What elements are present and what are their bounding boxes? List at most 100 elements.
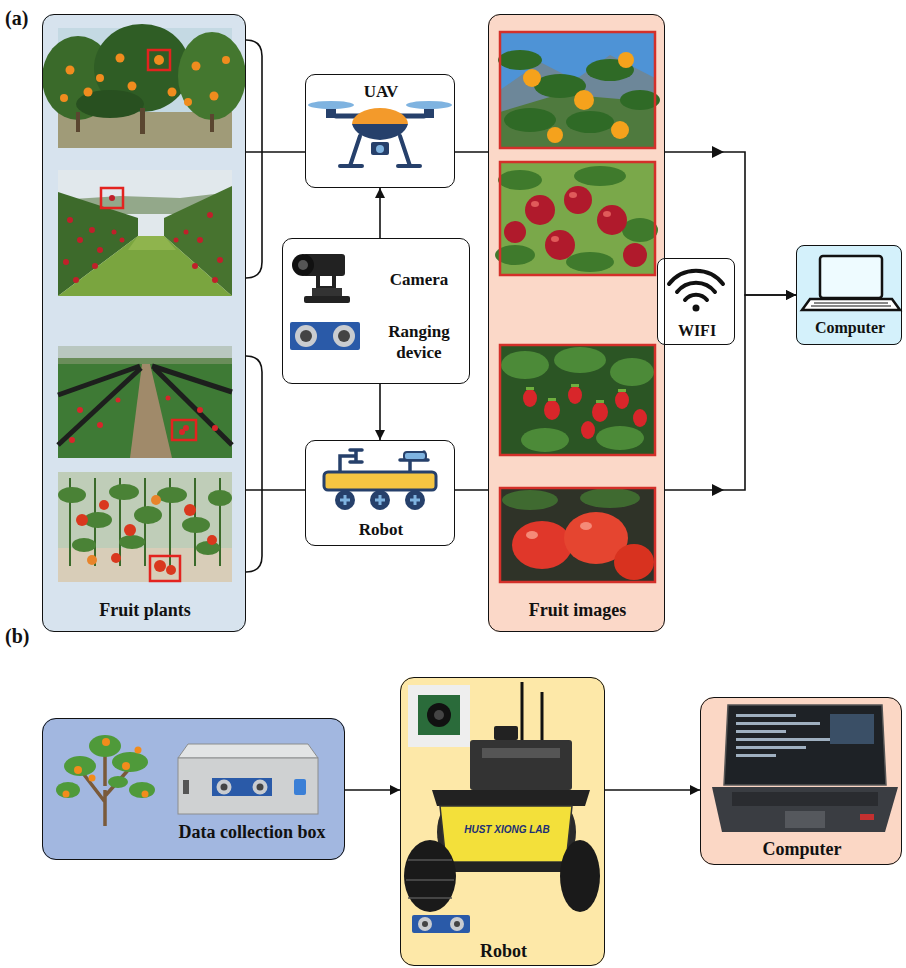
strawberry-field-photo-part-part [77, 407, 83, 413]
apple-orchard-photo-part-part [73, 277, 79, 283]
orange-orchard-photo-part [210, 114, 214, 132]
apple-closeup-photo-part-part [597, 205, 627, 235]
strawberry-closeup-photo-part [501, 347, 654, 452]
strawberry-field-photo-part-part [197, 407, 203, 413]
robot-icon-part [404, 452, 426, 460]
image-panel: Fruit images [488, 14, 665, 632]
apple-closeup-photo-part [504, 186, 647, 267]
apple-orchard-photo [58, 170, 232, 296]
tomato-greenhouse-photo-part-part [134, 506, 162, 524]
apple-orchard-photo-part-part [112, 230, 117, 235]
drone-icon-part [326, 108, 336, 118]
apple-closeup-photo-part [531, 192, 611, 242]
connector-line [246, 489, 305, 491]
panel-letter: (b) [5, 624, 49, 648]
robot-photo-part [404, 840, 456, 912]
data-collection-box-illustration-part [257, 784, 264, 791]
ultrasonic-sensor-icon-part [290, 322, 360, 350]
drone-icon-part [340, 136, 420, 166]
orange-orchard-photo-part-part [222, 56, 230, 64]
apple-orchard-photo-part-part [109, 195, 115, 201]
tomato-greenhouse-photo-part-part [72, 538, 96, 552]
strawberry-closeup-photo-part-part [596, 400, 604, 403]
camera-icon-part [292, 254, 314, 276]
box-fills-part [305, 440, 455, 546]
orange-orchard-photo [42, 24, 246, 148]
orange-orchard-photo-part [148, 50, 170, 70]
robot-icon-part [340, 495, 420, 505]
tree-illustration-part-part [135, 747, 142, 754]
robot-photo-part-part [406, 879, 454, 881]
tomato-greenhouse-photo-part [70, 478, 220, 566]
apple-orchard-photo-part-part [120, 238, 125, 243]
data-collection-box-illustration [178, 744, 318, 814]
box-text: Ranging device [371, 321, 467, 364]
orange-closeup-photo-part-part [498, 50, 542, 70]
ultrasonic-sensor-icon-part [295, 325, 317, 347]
tomato-closeup-photo-part [526, 522, 592, 539]
wifi-icon-part [685, 295, 707, 300]
box-text: Computer [701, 838, 903, 861]
apple-orchard-photo-part-part [67, 217, 73, 223]
robot-photo-part [470, 740, 572, 790]
tomato-closeup-photo-part-part [580, 522, 592, 530]
camera-icon-part [298, 260, 308, 270]
orange-closeup-photo-part [500, 32, 655, 148]
robot-photo-part [422, 921, 428, 927]
tomato-greenhouse-photo-part [87, 495, 161, 565]
robot-photo-part [454, 921, 460, 927]
ultrasonic-sensor-icon [290, 322, 360, 350]
strawberry-closeup-photo-part [500, 345, 655, 455]
laptop-photo-part-part [736, 754, 776, 757]
robot-icon-part-part [379, 495, 382, 505]
apple-closeup-photo-part [500, 162, 655, 275]
connector-line [379, 384, 381, 440]
robot-photo-part [418, 695, 460, 735]
robot-icon-part-part [344, 495, 347, 505]
tree-illustration-part-part [74, 766, 82, 774]
box-fills-part [282, 238, 470, 384]
tomato-greenhouse-photo-part [150, 556, 180, 581]
orange-orchard-photo-part [76, 112, 80, 132]
ultrasonic-sensor-icon-part [300, 330, 312, 342]
apple-closeup-photo-part-part [623, 243, 647, 267]
box-fills-part [42, 14, 246, 632]
camera-icon [292, 254, 350, 303]
robot-photo-part [406, 860, 454, 898]
strawberry-closeup-photo-part-part [526, 387, 534, 390]
bracket-part [246, 356, 262, 572]
laptop-photo-part-part [736, 730, 786, 733]
apple-closeup-photo-part-part [574, 166, 626, 186]
tomato-closeup-photo-part-part [580, 488, 640, 508]
camera-icon-part [312, 288, 342, 296]
orange-orchard-photo-part [60, 54, 230, 107]
tomato-greenhouse-photo-part-part [99, 500, 109, 510]
robot-photo-part [494, 726, 518, 740]
drone-icon-part [308, 101, 354, 109]
apple-closeup-photo-part-part [551, 236, 559, 242]
robot-icon-part-part [405, 490, 425, 510]
box-text: UAV [306, 81, 456, 102]
robot-photo [404, 682, 600, 933]
tomato-greenhouse-photo-part-part [157, 487, 187, 503]
tomato-closeup-photo-part [614, 544, 654, 580]
robot-icon-part [400, 452, 428, 472]
box-text: Data collection box [161, 821, 343, 844]
robot-photo-part-part [408, 859, 452, 861]
apple-orchard-photo-part-part [77, 237, 83, 243]
tree-illustration-part-part [64, 756, 96, 776]
strawberry-closeup-photo [500, 345, 655, 455]
box-fills-part [657, 258, 735, 345]
apple-closeup-photo-part-part [566, 252, 614, 272]
strawberry-field-photo-part-part [183, 425, 189, 431]
panel-letter: (a) [5, 6, 49, 30]
tomato-closeup-photo-part [512, 521, 572, 569]
laptop-icon-part [811, 303, 891, 306]
computer-box: Computer [796, 245, 902, 345]
strawberry-closeup-photo-part-part [554, 347, 606, 373]
laptop-icon-part [820, 256, 882, 298]
orange-orchard-photo-part-part [184, 98, 192, 106]
tomato-greenhouse-photo-part [58, 484, 232, 555]
tree-illustration-part-part [89, 775, 96, 782]
